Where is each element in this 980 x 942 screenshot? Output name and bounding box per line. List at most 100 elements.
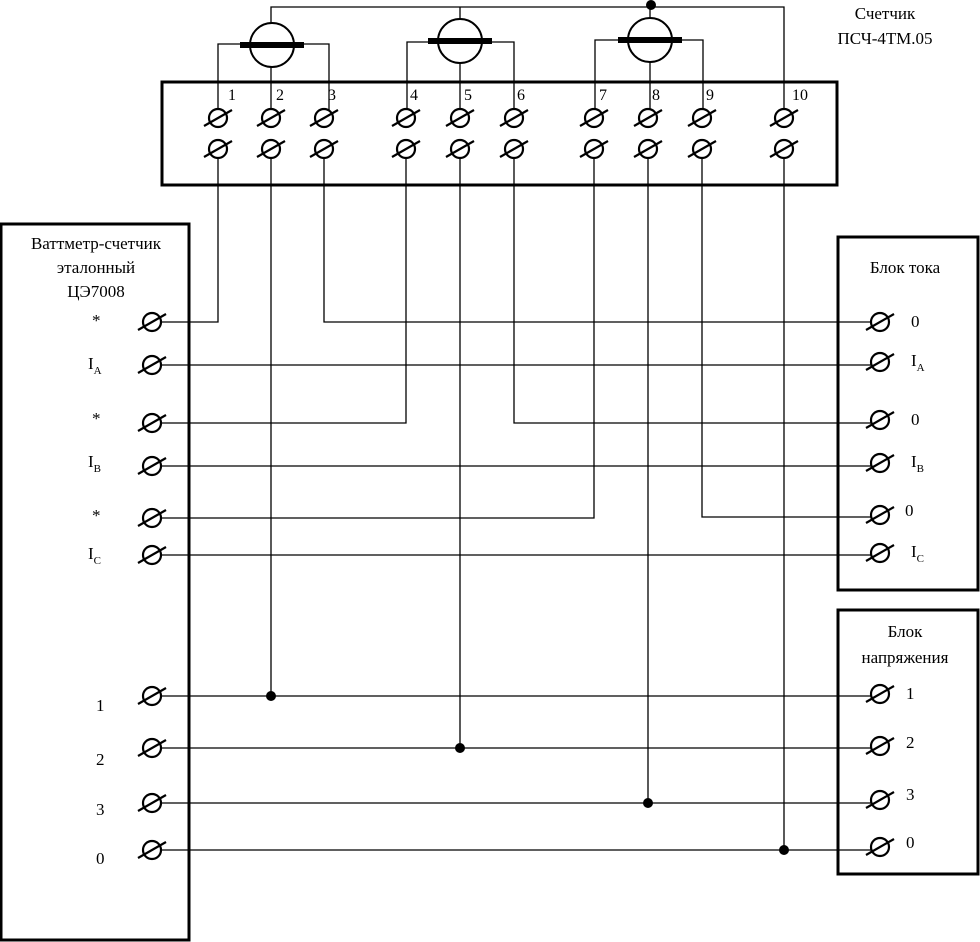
- meter-terminal-7-bottom: [579, 138, 609, 160]
- wires: [152, 6, 880, 851]
- measuring-elements: [240, 17, 682, 68]
- meter-terminal-3-top: [309, 107, 339, 129]
- meter-terminal-8-bottom: [633, 138, 663, 160]
- terminals: [137, 107, 895, 861]
- meter-terminal-6-top: [499, 107, 529, 129]
- wire-t6-to-current-block-0b: [513, 158, 880, 424]
- wattmeter-current-terminal-2: [137, 354, 167, 376]
- current-block-label-1: 0: [911, 312, 920, 331]
- wattmeter-term-label-2: IA: [88, 354, 102, 377]
- junction-voltage-2: [455, 743, 465, 753]
- voltage-block-terminal-3: [865, 789, 895, 811]
- meter-terminal-number-6: 6: [517, 87, 525, 104]
- voltage-block-label-3: 3: [906, 785, 915, 804]
- meter-terminal-1-top: [203, 107, 233, 129]
- wattmeter-current-terminal-1: [137, 311, 167, 333]
- wattmeter-title-line2: эталонный: [57, 258, 135, 277]
- meter-terminal-7-top: [579, 107, 609, 129]
- current-coil-bar-1: [240, 42, 304, 48]
- junction-dots: [266, 0, 789, 855]
- wattmeter-term-label-3: *: [92, 409, 101, 428]
- current-block-label-2: IA: [911, 351, 925, 374]
- meter-terminal-10-top: [769, 107, 799, 129]
- meter-terminal-5-top: [445, 107, 475, 129]
- wattmeter-voltage-label-0: 0: [96, 849, 105, 868]
- current-block-terminal-5: [865, 504, 895, 526]
- current-block-label-3: 0: [911, 410, 920, 429]
- wattmeter-voltage-label-1: 1: [96, 696, 105, 715]
- voltage-block-title-line1: Блок: [888, 622, 924, 641]
- current-block-title: Блок тока: [870, 258, 941, 277]
- wattmeter-voltage-label-3: 3: [96, 800, 105, 819]
- junction-top-bus: [646, 0, 656, 10]
- wattmeter-current-terminal-3: [137, 412, 167, 434]
- meter-terminal-2-top: [256, 107, 286, 129]
- wattmeter-current-terminal-4: [137, 455, 167, 477]
- meter-terminal-number-7: 7: [599, 87, 607, 104]
- current-block-terminal-6: [865, 542, 895, 564]
- current-block-terminal-4: [865, 452, 895, 474]
- meter-terminal-4-bottom: [391, 138, 421, 160]
- junction-voltage-0: [779, 845, 789, 855]
- meter-terminal-number-8: 8: [652, 87, 660, 104]
- meter-terminal-8-top: [633, 107, 663, 129]
- wattmeter-voltage-terminal-1: [137, 685, 167, 707]
- meter-terminal-number-2: 2: [276, 87, 284, 104]
- junction-voltage-3: [643, 798, 653, 808]
- meter-terminal-number-1: 1: [228, 87, 236, 104]
- current-block-terminal-1: [865, 311, 895, 333]
- wattmeter-term-label-4: IB: [88, 452, 101, 475]
- current-block-label-5: 0: [905, 501, 914, 520]
- voltage-block-terminal-4: [865, 836, 895, 858]
- meter-terminal-number-5: 5: [464, 87, 472, 104]
- meter-terminal-5-bottom: [445, 138, 475, 160]
- current-block-label-4: IB: [911, 452, 924, 475]
- wattmeter-current-terminal-6: [137, 544, 167, 566]
- meter-terminal-6-bottom: [499, 138, 529, 160]
- meter-title-line1: Счетчик: [855, 4, 916, 23]
- wattmeter-voltage-label-2: 2: [96, 750, 105, 769]
- meter-terminal-4-top: [391, 107, 421, 129]
- wattmeter-term-label-5: *: [92, 506, 101, 525]
- wattmeter-voltage-terminal-4: [137, 839, 167, 861]
- meter-title-line2: ПСЧ-4ТМ.05: [838, 29, 933, 48]
- current-coil-bar-3: [618, 37, 682, 43]
- meter-terminal-number-3: 3: [328, 87, 336, 104]
- meter-terminal-number-4: 4: [410, 87, 418, 104]
- wire-t3-to-current-block-0a: [323, 158, 880, 323]
- meter-terminal-9-bottom: [687, 138, 717, 160]
- current-block-terminal-2: [865, 351, 895, 373]
- wire-t7-to-wattmeter-star-c: [152, 158, 595, 519]
- wattmeter-voltage-terminal-2: [137, 737, 167, 759]
- meter-terminal-2-bottom: [256, 138, 286, 160]
- current-block-label-6: IC: [911, 542, 924, 565]
- wattmeter-term-label-1: *: [92, 311, 101, 330]
- voltage-block-label-0: 0: [906, 833, 915, 852]
- current-block-box: [836, 235, 980, 592]
- wattmeter-current-terminal-5: [137, 507, 167, 529]
- wire-t1-to-wattmeter-star-a: [152, 158, 219, 323]
- meter-terminal-10-bottom: [769, 138, 799, 160]
- meter-terminal-9-top: [687, 107, 717, 129]
- meter-terminal-3-bottom: [309, 138, 339, 160]
- junction-voltage-1: [266, 691, 276, 701]
- wire-t4-to-wattmeter-star-b: [152, 158, 407, 424]
- wattmeter-term-label-6: IC: [88, 544, 101, 567]
- voltage-block-terminal-1: [865, 683, 895, 705]
- meter-terminal-block: [160, 80, 839, 187]
- current-block-terminal-3: [865, 409, 895, 431]
- voltage-block-box: [836, 608, 980, 876]
- meter-terminal-number-10: 10: [792, 87, 808, 104]
- voltage-block-label-1: 1: [906, 684, 915, 703]
- wire-t9-to-current-block-0c: [701, 158, 880, 518]
- wattmeter-voltage-terminal-3: [137, 792, 167, 814]
- voltage-block-label-2: 2: [906, 733, 915, 752]
- voltage-block-title-line2: напряжения: [862, 648, 949, 667]
- wattmeter-box: [0, 222, 191, 942]
- current-coil-bar-2: [428, 38, 492, 44]
- meter-terminal-number-9: 9: [706, 87, 714, 104]
- voltage-block-terminal-2: [865, 735, 895, 757]
- meter-terminal-1-bottom: [203, 138, 233, 160]
- wattmeter-title-line3: ЦЭ7008: [67, 282, 125, 301]
